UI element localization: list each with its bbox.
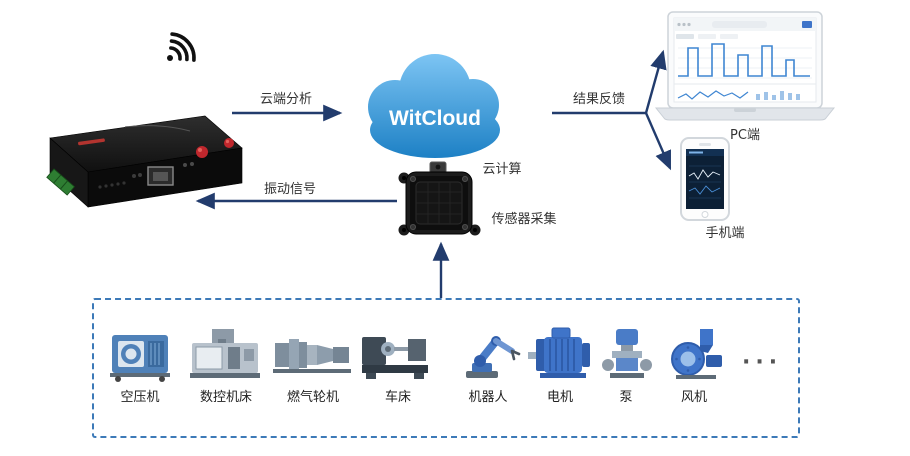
equipment-item-motor: 电机 [524,325,596,405]
equipment-label: 泵 [619,390,633,405]
cnc-machine-icon [190,329,260,378]
witcloud-cloud: WitCloud [368,54,500,158]
arrow-result-feedback-to-pc [644,49,667,114]
equipment-label: 空压机 [120,390,160,405]
cloud-analysis-label: 云端分析 [259,92,312,107]
equipment-label: 电机 [546,390,573,405]
wifi-signal-icon [167,32,196,62]
arrow-result-feedback-to-phone [644,112,672,171]
sensor-caption: 传感器采集 [491,212,557,227]
fan-icon [671,329,722,379]
air-compressor-icon [110,335,170,382]
pc-endpoint-label: PC端 [730,128,760,143]
equipment-item-cnc-machine: 数控机床 [184,325,268,405]
vibration-signal-label: 振动信号 [263,182,316,197]
motor-icon [528,327,590,378]
cloud-title: WitCloud [389,107,481,130]
more-equipment-ellipsis: ··· [742,350,783,375]
equipment-label: 车床 [384,390,411,405]
equipment-item-air-compressor: 空压机 [98,325,182,405]
lathe-icon [362,337,428,379]
vibration-sensor-device [398,161,481,236]
equipment-item-robot: 机器人 [446,325,530,405]
equipment-group-box [92,298,800,438]
equipment-item-pump: 泵 [590,325,662,405]
pc-endpoint-illustration [654,11,836,121]
equipment-item-lathe: 车床 [356,325,440,405]
cloud-caption: 云计算 [482,162,522,177]
equipment-label: 燃气轮机 [286,390,339,405]
gas-turbine-icon [273,339,351,373]
phone-endpoint-label: 手机端 [705,226,745,241]
equipment-item-gas-turbine: 燃气轮机 [271,325,355,405]
equipment-label: 机器人 [468,390,508,405]
robot-icon [466,336,521,378]
equipment-label: 数控机床 [199,390,252,405]
equipment-label: 风机 [680,390,707,405]
result-feedback-label: 结果反馈 [572,92,625,107]
pump-icon [602,329,652,378]
edge-gateway-device [46,115,243,208]
phone-endpoint-illustration [680,137,730,221]
equipment-item-fan: 风机 [658,325,730,405]
